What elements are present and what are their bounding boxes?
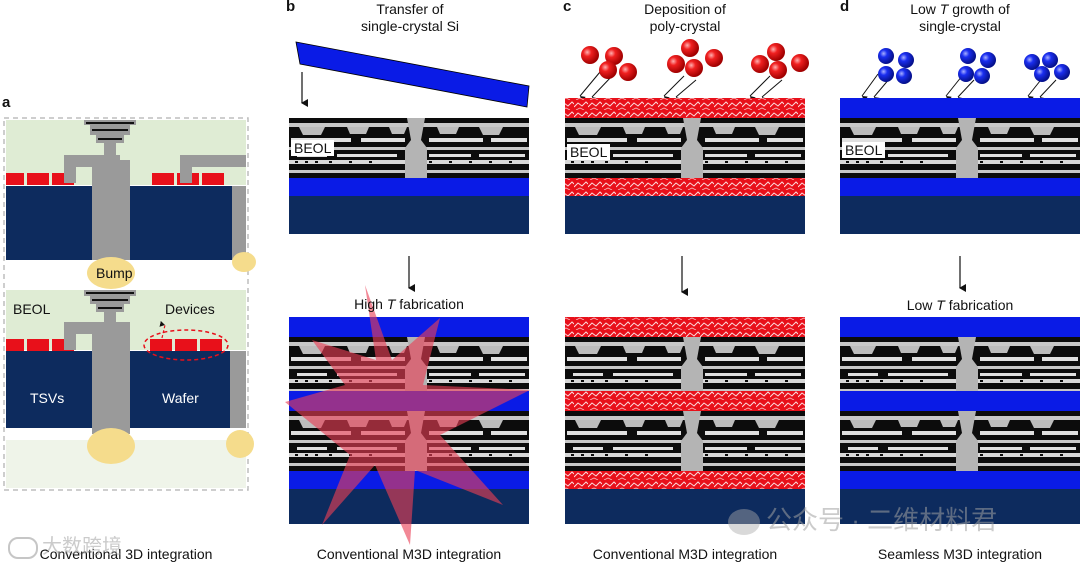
panel-b-letter: b xyxy=(286,0,296,15)
panel-b-title-line2: single-crystal Si xyxy=(360,18,460,34)
panel-c-letter: c xyxy=(563,0,572,15)
watermark-left: 大数跨境 xyxy=(8,530,122,559)
panel-b-beol-label: BEOL xyxy=(291,140,335,156)
panel-d-letter: d xyxy=(840,0,850,15)
panel-a-diagram xyxy=(3,117,256,491)
poly-atom-cluster-icon xyxy=(579,39,809,103)
panel-c-diagram xyxy=(565,39,809,524)
panel-d-title-line1: Low T growth of xyxy=(910,1,1010,17)
beol-label: BEOL xyxy=(13,301,51,317)
panel-d-diagram xyxy=(840,48,1080,524)
tsvs-label: TSVs xyxy=(30,390,65,406)
panel-b-title-line1: Transfer of xyxy=(376,1,444,17)
single-crystal-atom-cluster-icon xyxy=(861,48,1070,103)
panel-d-title: Low T growth of single-crystal xyxy=(860,1,1060,35)
panel-b-diagram xyxy=(285,41,530,545)
panel-c-beol-label: BEOL xyxy=(567,144,611,160)
panel-b-title: Transfer of single-crystal Si xyxy=(310,1,510,35)
wafer-label: Wafer xyxy=(162,390,199,406)
panel-d-beol-label: BEOL xyxy=(842,142,886,158)
panel-a-letter: a xyxy=(2,94,11,111)
devices-label: Devices xyxy=(165,301,215,317)
bump-label: Bump xyxy=(96,265,133,281)
panel-a-caption: Conventional 3D integration xyxy=(39,546,213,562)
panel-d-title-line2: single-crystal xyxy=(919,18,1001,34)
panel-b-step-label: High T fabrication xyxy=(354,296,464,312)
wechat-icon xyxy=(728,509,760,536)
damage-burst-icon xyxy=(285,285,530,545)
panel-d-step-label: Low T fabrication xyxy=(906,297,1014,313)
watermark-logo-icon xyxy=(8,536,38,559)
panel-c-title-line1: Deposition of xyxy=(644,1,726,17)
panel-c-title-line2: poly-crystal xyxy=(649,18,721,34)
panel-d-caption: Seamless M3D integration xyxy=(877,546,1043,562)
watermark-right: 公众号 · 二维材料君 xyxy=(728,500,997,537)
panel-c-caption: Conventional M3D integration xyxy=(592,546,778,562)
panel-c-title: Deposition of poly-crystal xyxy=(585,1,785,35)
panel-b-caption: Conventional M3D integration xyxy=(316,546,502,562)
